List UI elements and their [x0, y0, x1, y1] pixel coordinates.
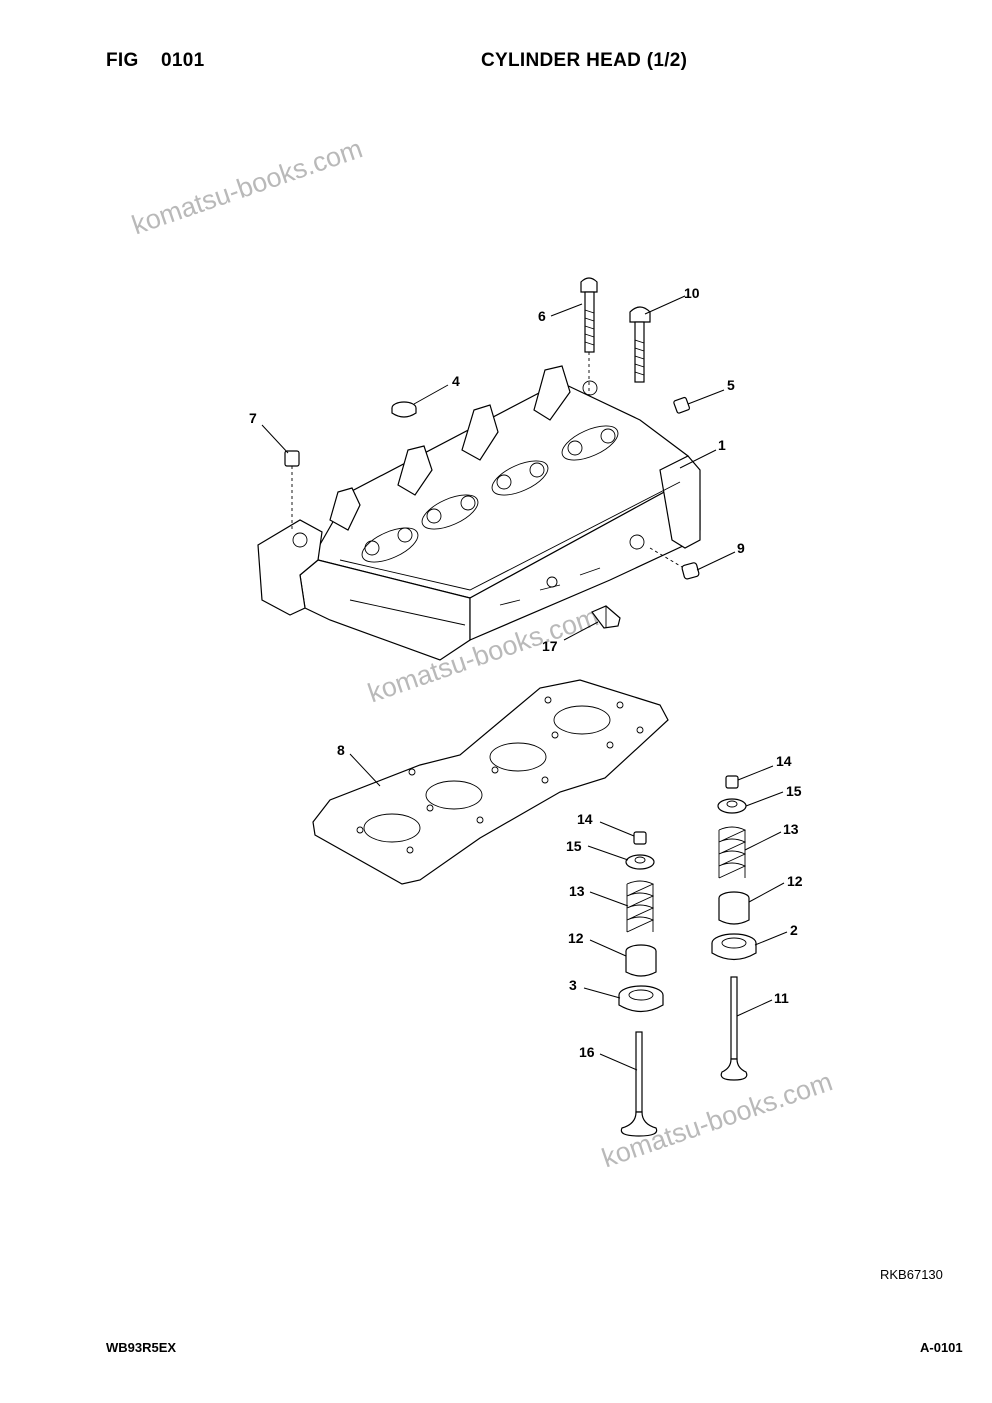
- callout-14-left: 14: [577, 811, 593, 827]
- callout-17: 17: [542, 638, 558, 654]
- valve-stem-seal-left: [625, 944, 657, 977]
- page-code: A-0101: [920, 1340, 963, 1355]
- threaded-plug: [649, 547, 700, 580]
- callout-14-right: 14: [776, 753, 792, 769]
- plug-small: [673, 396, 691, 414]
- callout-13-left: 13: [569, 883, 585, 899]
- valve-seat-intake: [711, 933, 757, 961]
- cylinder-head: [257, 365, 701, 661]
- intake-valve: [720, 976, 748, 1081]
- drawing-reference: RKB67130: [880, 1267, 943, 1282]
- callout-15-left: 15: [566, 838, 582, 854]
- callout-12-right: 12: [787, 873, 803, 889]
- head-bolt-long: [580, 277, 598, 395]
- valve-cotter-left: [633, 831, 647, 845]
- callout-7: 7: [249, 410, 257, 426]
- temperature-sensor: [591, 605, 621, 629]
- fig-number: 0101: [161, 50, 205, 71]
- spring-retainer-right: [717, 798, 747, 814]
- callout-13-right: 13: [783, 821, 799, 837]
- callout-11: 11: [774, 990, 789, 1006]
- callout-2: 2: [790, 922, 798, 938]
- callout-16: 16: [579, 1044, 595, 1060]
- valve-seat-exhaust: [618, 985, 664, 1013]
- callout-9: 9: [737, 540, 745, 556]
- leader-lines: [261, 295, 788, 1071]
- callout-15-right: 15: [786, 783, 802, 799]
- callout-10: 10: [684, 285, 700, 301]
- dowel-sleeve: [284, 450, 300, 530]
- callout-6: 6: [538, 308, 546, 324]
- valve-stem-seal-right: [718, 891, 750, 925]
- exhaust-valve: [620, 1031, 658, 1137]
- page-title: CYLINDER HEAD (1/2): [481, 50, 688, 71]
- model-code: WB93R5EX: [106, 1340, 177, 1355]
- callout-12-left: 12: [568, 930, 584, 946]
- expansion-plug: [391, 401, 417, 418]
- spring-retainer-left: [625, 854, 655, 870]
- valve-spring-right: [718, 826, 747, 879]
- callout-4: 4: [452, 373, 460, 389]
- valve-spring-left: [626, 880, 655, 933]
- callout-3: 3: [569, 977, 577, 993]
- callout-1: 1: [718, 437, 726, 453]
- head-bolt-short: [629, 306, 651, 383]
- valve-cotter-right: [725, 775, 739, 789]
- fig-label: FIG: [106, 50, 139, 71]
- callout-8: 8: [337, 742, 345, 758]
- head-gasket: [312, 679, 669, 885]
- callout-5: 5: [727, 377, 735, 393]
